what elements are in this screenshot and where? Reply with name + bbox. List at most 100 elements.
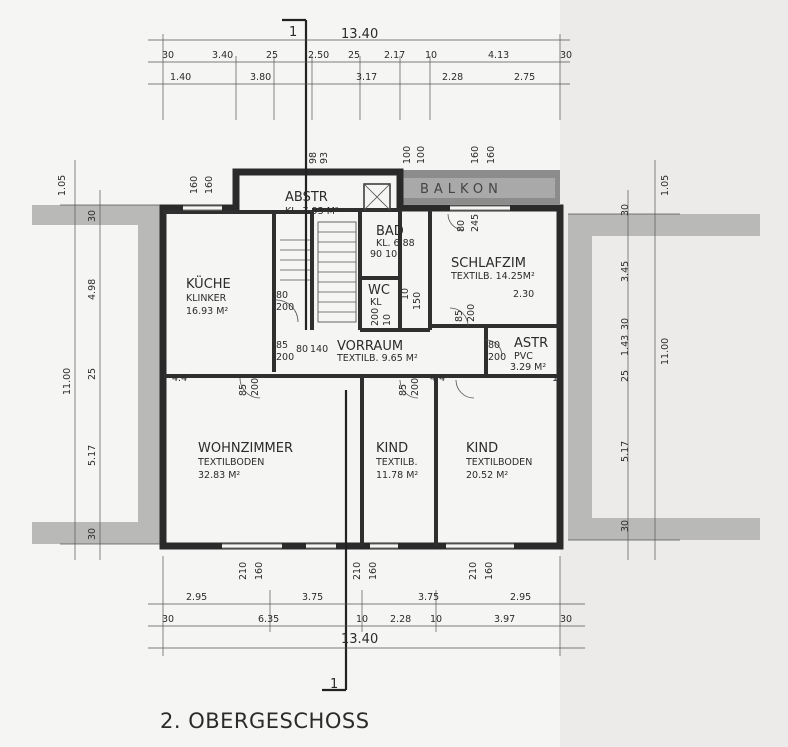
room-wohnzimmer-name: WOHNZIMMER <box>198 441 293 456</box>
room-wc-name: WC <box>368 283 390 298</box>
dim-left-6: 30 <box>87 528 98 540</box>
dim-left-5: 5.17 <box>87 445 98 466</box>
dim-op-4: 100 <box>402 146 413 164</box>
service-shaft <box>363 183 391 211</box>
neighbor-building-left <box>32 205 160 544</box>
room-kind2-name: KIND <box>466 441 498 456</box>
dimension-lines-bottom <box>148 556 585 656</box>
dim-op-16: 10 <box>400 288 411 300</box>
dim-bottom-row2: 30 6.35 10 2.28 10 3.97 30 <box>162 614 572 625</box>
room-kind1-info: TEXTILB. <box>375 457 418 468</box>
dim-right-0: 1.05 <box>660 175 671 196</box>
dimension-lines-left <box>60 160 160 560</box>
dim-bottom-row1: 2.95 3.75 3.75 2.95 <box>186 592 531 603</box>
dim-op-15: 140 <box>310 344 328 355</box>
dim-op-24: 85 <box>238 384 249 396</box>
dim-op-25: 200 <box>250 378 261 396</box>
room-kueche-name: KÜCHE <box>186 275 231 292</box>
dim-top1-5: 2.17 <box>384 50 405 61</box>
dim-op-11: 200 <box>276 302 294 313</box>
dimension-lines-top <box>148 34 570 120</box>
dim-op-17: 150 <box>412 292 423 310</box>
dim-op-8: 80 <box>456 220 467 232</box>
dim-bot2-1: 6.35 <box>258 614 279 625</box>
dim-op-31: 210 <box>238 562 249 580</box>
room-vorraum-info: TEXTILB. 9.65 M² <box>336 353 418 364</box>
dim-top-row2: 1.40 3.80 3.17 2.28 2.75 <box>170 72 535 83</box>
room-balkon-name: BALKON <box>420 182 503 197</box>
dim-top1-4: 25 <box>348 50 360 61</box>
dim-op-21: 200 <box>466 304 477 322</box>
room-schlafzimmer-dims: 2.30 <box>513 289 534 300</box>
dim-op-0: 98 <box>308 152 319 164</box>
dim-op-18: 10 <box>382 314 393 326</box>
paper-crease-shade <box>560 0 788 747</box>
dim-bot1-2: 3.75 <box>418 592 439 603</box>
dim-op-14: 80 <box>296 344 308 355</box>
dim-right-4: 30 <box>620 318 631 330</box>
dim-top2-4: 2.75 <box>514 72 535 83</box>
windows <box>183 205 514 549</box>
room-bad-name: BAD <box>376 224 404 239</box>
dim-op-27: 200 <box>410 378 421 396</box>
dim-op-32: 160 <box>254 562 265 580</box>
dim-op-9: 245 <box>470 214 481 232</box>
room-vorraum-name: VORRAUM <box>337 339 403 354</box>
dim-right-6: 25 <box>620 370 631 382</box>
dim-total-top: 13.40 <box>341 27 378 42</box>
dim-right-8: 30 <box>620 520 631 532</box>
dim-top2-0: 1.40 <box>170 72 191 83</box>
dim-top2-2: 3.17 <box>356 72 377 83</box>
dim-left-2: 30 <box>87 210 98 222</box>
room-kind1-area: 11.78 M² <box>376 470 418 481</box>
door-swings <box>239 213 503 399</box>
dim-bot2-0: 30 <box>162 614 174 625</box>
dim-left-4: 25 <box>87 368 98 380</box>
dim-op-36: 160 <box>484 562 495 580</box>
dim-left-side: 1.05 11.00 30 4.98 25 5.17 30 <box>57 175 98 540</box>
dim-op-30: 10 <box>552 373 564 384</box>
room-schlafzimmer-info: TEXTILB. 14.25M² <box>450 271 535 282</box>
dim-op-23: 200 <box>488 352 506 363</box>
dim-op-6: 160 <box>470 146 481 164</box>
dim-op-28: 4.4 <box>172 373 187 384</box>
axis-marker-bottom: 1 <box>330 677 338 692</box>
dim-bot1-0: 2.95 <box>186 592 207 603</box>
dim-op-20: 85 <box>454 310 465 322</box>
room-kueche-info: KLINKER <box>186 293 227 304</box>
dim-openings: 98 93 160 160 100 100 160 160 80 245 80 … <box>172 146 564 580</box>
dim-bot2-2: 10 <box>356 614 368 625</box>
room-schlafzimmer-name: SCHLAFZIM <box>451 256 526 271</box>
dim-op-33: 210 <box>352 562 363 580</box>
room-abstr-info: KL. 7.93 M² <box>285 206 339 217</box>
dim-bot2-3: 2.28 <box>390 614 411 625</box>
dim-op-29: 4.4 <box>430 373 445 384</box>
dim-right-3: 3.45 <box>620 261 631 282</box>
dim-right-5: 1.43 <box>620 335 631 356</box>
dim-bot1-3: 2.95 <box>510 592 531 603</box>
dim-bot2-6: 30 <box>560 614 572 625</box>
dim-op-10: 80 <box>276 290 288 301</box>
staircase <box>280 221 357 323</box>
dim-op-7: 160 <box>486 146 497 164</box>
dim-op-26: 85 <box>398 384 409 396</box>
dim-op-35: 210 <box>468 562 479 580</box>
axis-marker-top: 1 <box>289 25 297 40</box>
neighbor-building-right <box>568 214 760 540</box>
dim-left-1: 11.00 <box>62 368 73 395</box>
dim-top1-8: 30 <box>560 50 572 61</box>
room-astr-info: PVC <box>514 351 533 362</box>
dim-op-22: 80 <box>488 340 500 351</box>
dim-total-bottom: 13.40 <box>341 632 378 647</box>
dim-left-0: 1.05 <box>57 175 68 196</box>
dim-bot1-1: 3.75 <box>302 592 323 603</box>
dim-op-34: 160 <box>368 562 379 580</box>
balcony <box>400 170 560 204</box>
dim-op-2: 160 <box>189 176 200 194</box>
room-wohnzimmer-area: 32.83 M² <box>198 470 240 481</box>
room-wc-info: KL <box>370 297 382 308</box>
dim-op-13: 200 <box>276 352 294 363</box>
dim-right-1: 11.00 <box>660 338 671 365</box>
dim-bot2-5: 3.97 <box>494 614 515 625</box>
